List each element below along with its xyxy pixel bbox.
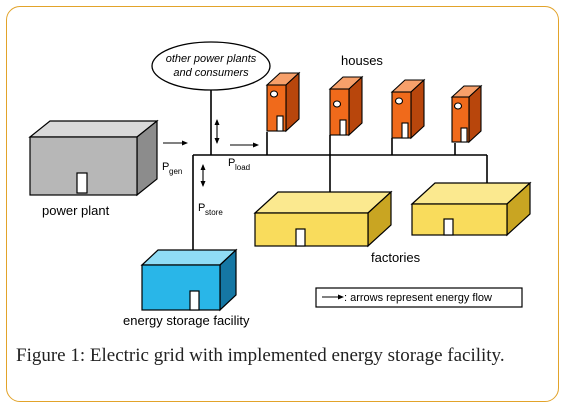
other-plants-label-line2: and consumers <box>173 67 249 79</box>
svg-text:store: store <box>205 208 223 217</box>
power-plant-label: power plant <box>42 203 110 218</box>
legend-box: : arrows represent energy flow <box>315 287 523 308</box>
storage-label: energy storage facility <box>123 313 250 328</box>
figure-label: Figure 1 <box>16 345 80 366</box>
house-1 <box>265 71 301 133</box>
p-store-label: P store <box>198 202 223 217</box>
caption-text: : Electric grid with implemented energy … <box>79 345 505 366</box>
other-plants-label-line1: other power plants <box>166 53 257 65</box>
p-load-label: P load <box>228 157 250 172</box>
svg-text:load: load <box>235 163 250 172</box>
storage-facility-building <box>140 248 238 312</box>
legend-text: : arrows represent energy flow <box>344 292 492 304</box>
flow-arrows <box>163 119 259 187</box>
factory-2 <box>410 181 532 237</box>
grid-lines <box>190 90 488 259</box>
factory-1 <box>253 190 393 248</box>
svg-text:P: P <box>162 161 169 173</box>
svg-text:P: P <box>228 157 235 169</box>
p-gen-label: P gen <box>162 161 182 176</box>
house-3 <box>390 78 426 140</box>
figure-caption: Figure 1: Electric grid with implemented… <box>16 345 556 367</box>
house-4 <box>450 84 483 144</box>
power-plant-building <box>28 119 159 197</box>
factories-label: factories <box>371 250 421 265</box>
svg-text:P: P <box>198 202 205 214</box>
other-power-plants-node: other power plants and consumers <box>151 41 271 91</box>
figure-frame <box>6 6 559 402</box>
houses-label: houses <box>341 53 383 68</box>
svg-text:gen: gen <box>169 167 182 176</box>
house-2 <box>328 75 364 137</box>
